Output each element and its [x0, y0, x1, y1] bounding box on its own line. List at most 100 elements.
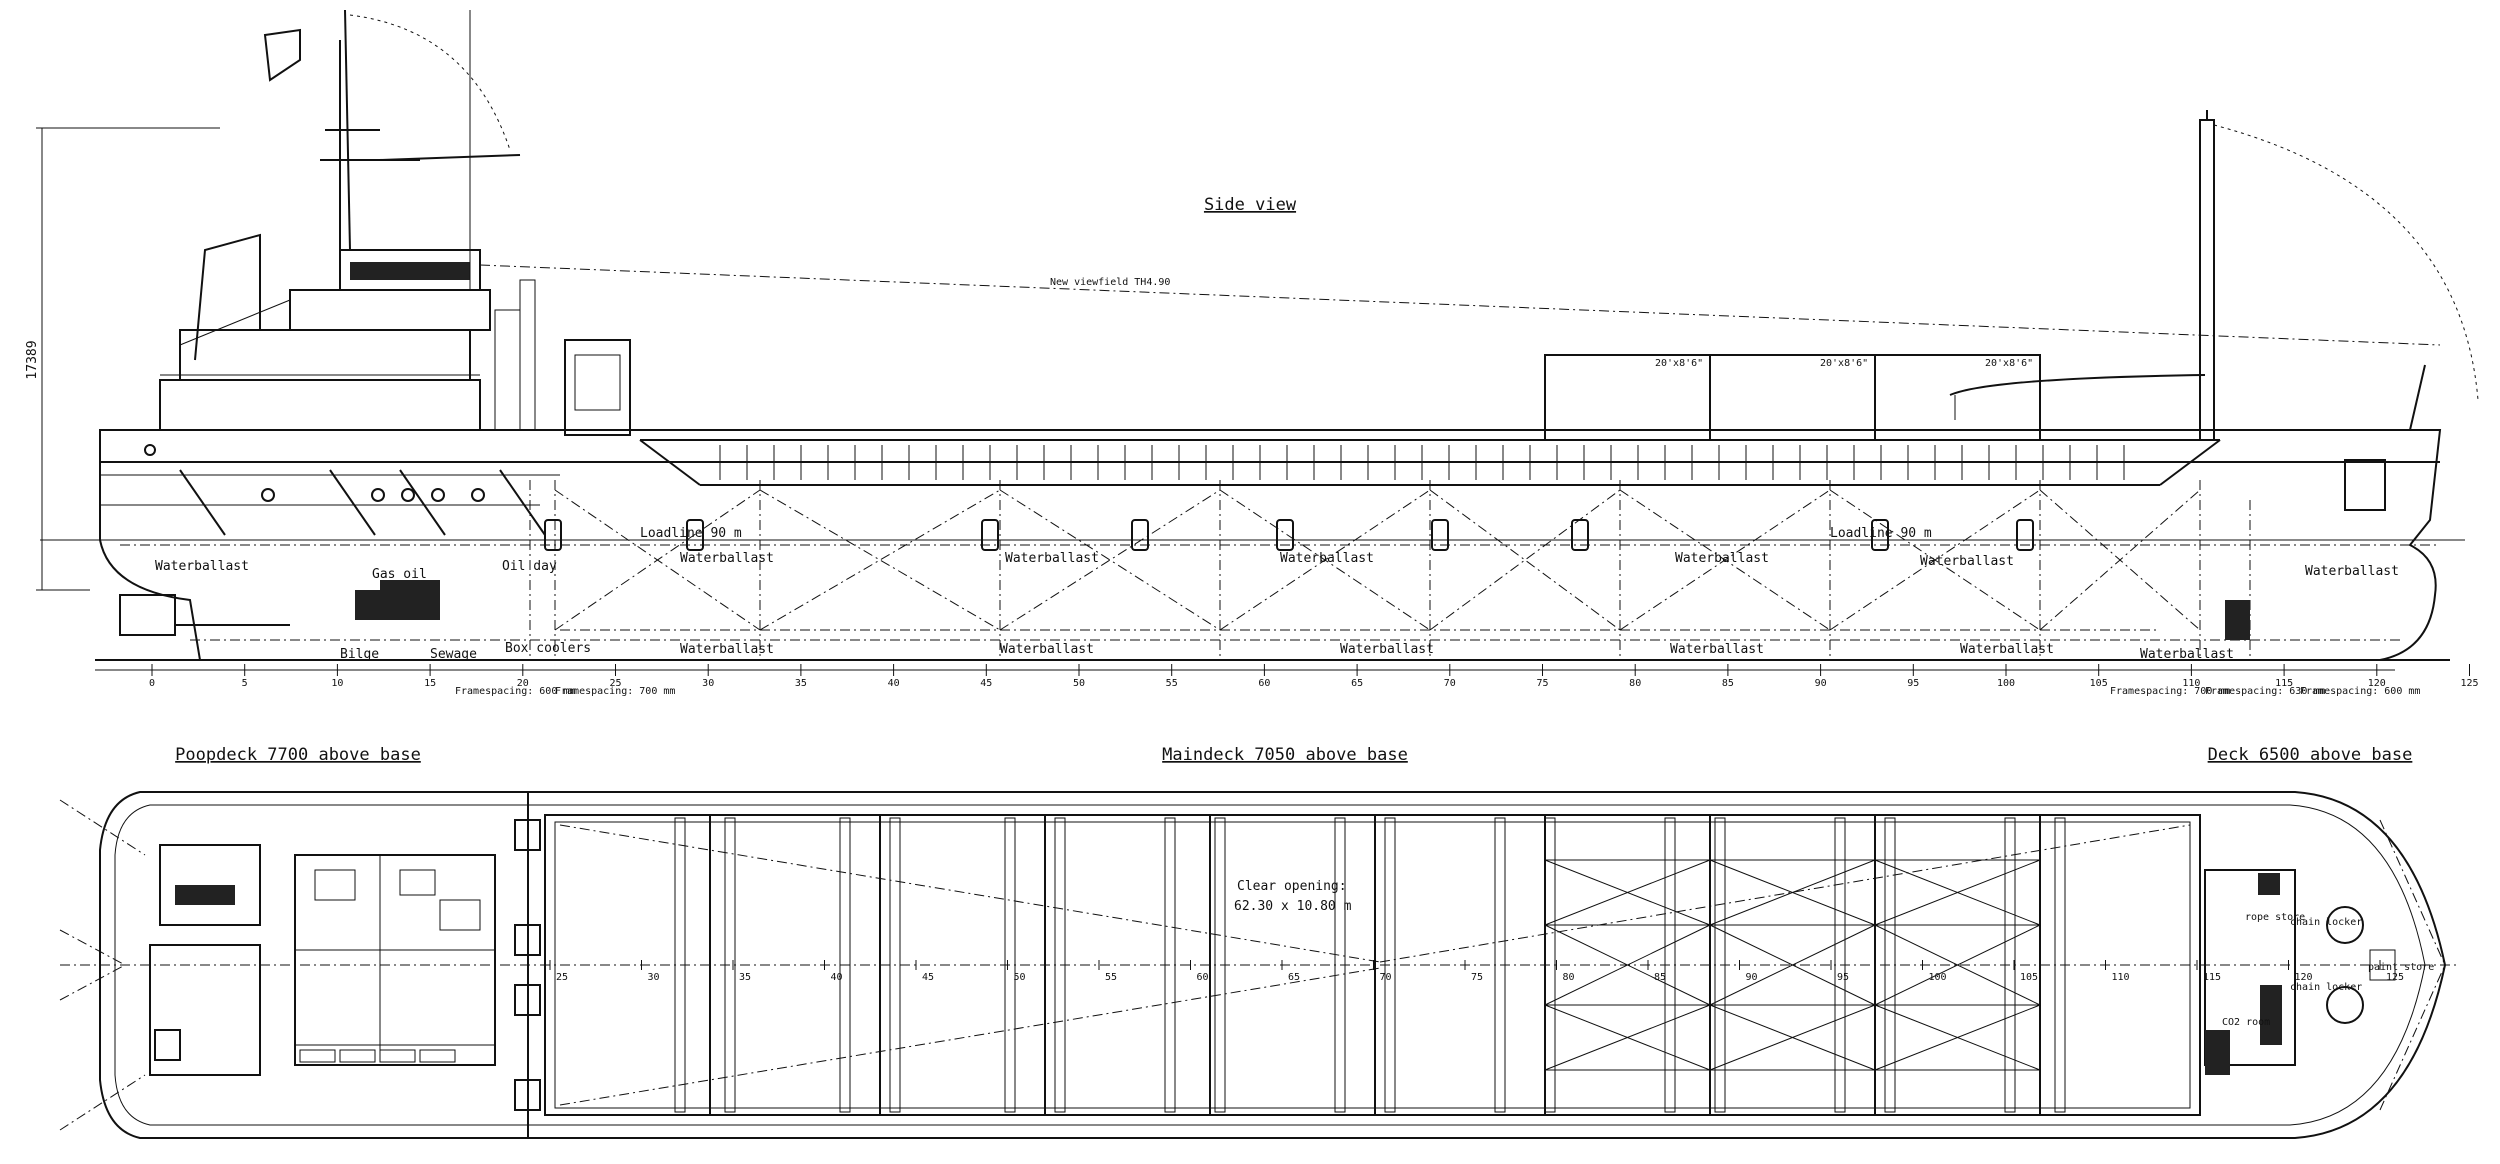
frame-number: 80	[1563, 972, 1575, 983]
frame-number: 35	[795, 678, 807, 689]
frame-number: 115	[2275, 678, 2293, 689]
container-label-1: 20'x8'6"	[1655, 358, 1703, 369]
frame-number: 55	[1105, 972, 1117, 983]
frame-number: 110	[2112, 972, 2130, 983]
hatch-stiffener	[1384, 817, 1396, 1113]
container-3	[1874, 354, 2041, 441]
frame-number: 95	[1837, 972, 1849, 983]
tank-label: Waterballast	[680, 551, 774, 566]
frame-number: 110	[2182, 678, 2200, 689]
tank-label: Waterballast	[1920, 554, 2014, 569]
manhole-icon	[1276, 519, 1294, 551]
container-label-2: 20'x8'6"	[1820, 358, 1868, 369]
frame-number: 115	[2203, 972, 2221, 983]
hatch-ribs	[719, 445, 2125, 480]
manhole-icon	[1571, 519, 1589, 551]
hatch-stiffener	[1884, 817, 1896, 1113]
loadline-label: Loadline 90 m	[1830, 526, 1932, 541]
lashing-line	[1544, 1004, 1711, 1071]
maindeck-title: Maindeck 7050 above base	[1162, 745, 1408, 765]
hatch-stiffener	[1714, 817, 1726, 1113]
manhole-icon	[1431, 519, 1449, 551]
frame-number: 125	[2386, 972, 2404, 983]
manhole-icon	[981, 519, 999, 551]
fore-room-label: chain locker	[2290, 982, 2362, 993]
frame-number: 125	[2460, 678, 2478, 689]
tank-label: Waterballast	[1675, 551, 1769, 566]
deck-containers: 20'x8'6" 20'x8'6" 20'x8'6"	[1544, 354, 2041, 441]
tank-label: Waterballast	[1340, 642, 1434, 657]
viewfield-label: New viewfield TH4.90	[1050, 277, 1170, 288]
frame-number: 25	[609, 678, 621, 689]
tank-cross-line	[554, 489, 761, 631]
bridge-windows	[350, 262, 470, 280]
fore-room-label: rope store	[2245, 912, 2305, 923]
bow-jackstaff	[2409, 364, 2426, 431]
frame-spacing-label: Framespacing: 700 mm	[2110, 686, 2230, 697]
lashing-line	[1544, 924, 1711, 1006]
poop-accommodation	[59, 792, 541, 1138]
lashing-line	[1544, 859, 1711, 926]
frame-number: 85	[1654, 972, 1666, 983]
tank-lines	[120, 480, 2440, 660]
container-crosses	[1544, 859, 2041, 1071]
height-dimension-value: 17389	[25, 340, 40, 379]
tank-label: Waterballast	[2140, 647, 2234, 662]
tank-label: Waterballast	[680, 642, 774, 657]
container-slot	[1874, 1004, 2041, 1071]
hatch-stiffener	[1494, 817, 1506, 1113]
frame-number: 75	[1471, 972, 1483, 983]
tank-label: Gas oil	[372, 567, 427, 582]
fore-room-label: chain locker	[2290, 917, 2362, 928]
hatch-stiffener	[1004, 817, 1016, 1113]
anchor-icon	[2344, 459, 2386, 511]
windlass-icon	[2326, 906, 2364, 944]
tank-label: Sewage	[430, 647, 477, 662]
hatch-stiffener	[724, 817, 736, 1113]
frame-number: 60	[1197, 972, 1209, 983]
portholes	[144, 444, 485, 502]
frame-number: 30	[702, 678, 714, 689]
hatch-stiffener	[1054, 817, 1066, 1113]
manhole-icon	[1131, 519, 1149, 551]
frame-number: 45	[980, 678, 992, 689]
tank-cross-line	[999, 489, 1221, 631]
fore-deck-title: Deck 6500 above base	[2208, 745, 2413, 765]
aft-crane	[564, 339, 631, 436]
hatch-stiffener	[1334, 817, 1346, 1113]
lashing-line	[1709, 924, 1876, 1006]
frame-spacing-label: Framespacing: 600 mm	[455, 686, 575, 697]
frame-spacing-label: Framespacing: 630 mm	[2205, 686, 2325, 697]
tank-label: Waterballast	[2305, 564, 2399, 579]
frame-number: 65	[1288, 972, 1300, 983]
lashing-line	[1874, 924, 2041, 1006]
tank-label: Waterballast	[1280, 551, 1374, 566]
manhole-icon	[686, 519, 704, 551]
fore-rooms: rope store chain locker paint store chai…	[2204, 819, 2446, 1111]
tank-cross-line	[759, 489, 1001, 631]
frame-number: 95	[1907, 678, 1919, 689]
chain-locker-grid	[2260, 985, 2282, 1045]
poopdeck-title: Poopdeck 7700 above base	[175, 745, 421, 765]
frame-number: 70	[1444, 678, 1456, 689]
frame-number: 120	[2368, 678, 2386, 689]
engine	[119, 580, 2250, 640]
tank-label: Waterballast	[1670, 642, 1764, 657]
frame-number: 80	[1629, 678, 1641, 689]
frame-number: 70	[1380, 972, 1392, 983]
frame-number: 0	[149, 678, 155, 689]
manholes	[544, 519, 2034, 551]
loadline-label: Loadline 90 m	[640, 526, 742, 541]
fore-room-label: CO2 room	[2222, 1017, 2270, 1028]
manhole-icon	[2016, 519, 2034, 551]
frame-number: 85	[1722, 678, 1734, 689]
tank-cross-line	[1829, 489, 2041, 631]
hatch-stiffener	[839, 817, 851, 1113]
frame-number: 105	[2020, 972, 2038, 983]
manhole-icon	[544, 519, 562, 551]
frame-number: 40	[888, 678, 900, 689]
tank-cross-line	[1219, 489, 1431, 631]
